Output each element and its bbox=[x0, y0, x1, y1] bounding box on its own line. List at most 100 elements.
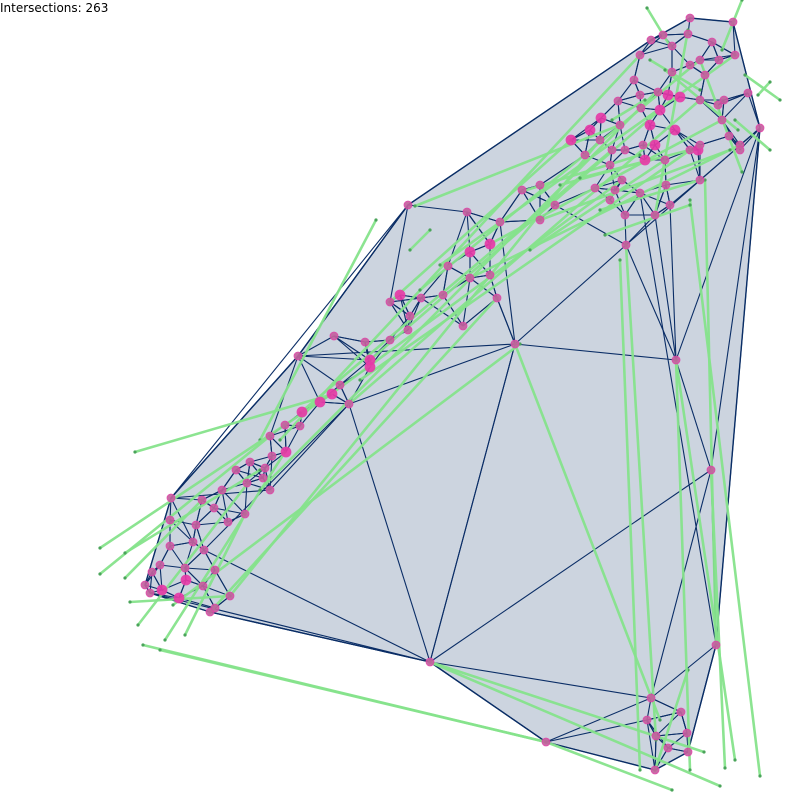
graph-node[interactable] bbox=[651, 731, 661, 741]
graph-node[interactable] bbox=[667, 41, 677, 51]
graph-node[interactable] bbox=[613, 96, 623, 106]
graph-node[interactable] bbox=[462, 207, 472, 217]
graph-node[interactable] bbox=[405, 311, 415, 321]
graph-node[interactable] bbox=[191, 520, 201, 530]
graph-node[interactable] bbox=[646, 35, 656, 45]
graph-node[interactable] bbox=[700, 70, 710, 80]
graph-node[interactable] bbox=[199, 545, 209, 555]
graph-node[interactable] bbox=[535, 215, 545, 225]
graph-node[interactable] bbox=[258, 473, 268, 483]
graph-node[interactable] bbox=[683, 29, 693, 39]
graph-node[interactable] bbox=[155, 560, 165, 570]
graph-node[interactable] bbox=[385, 335, 395, 345]
graph-node[interactable] bbox=[730, 50, 740, 60]
graph-node[interactable] bbox=[394, 289, 406, 301]
graph-node[interactable] bbox=[265, 485, 275, 495]
graph-node[interactable] bbox=[265, 431, 275, 441]
graph-node[interactable] bbox=[695, 140, 705, 150]
graph-node[interactable] bbox=[197, 495, 207, 505]
graph-node[interactable] bbox=[595, 112, 607, 124]
graph-node[interactable] bbox=[590, 183, 600, 193]
graph-node[interactable] bbox=[443, 261, 453, 271]
graph-node[interactable] bbox=[565, 134, 577, 146]
graph-node[interactable] bbox=[642, 715, 652, 725]
graph-node[interactable] bbox=[335, 380, 345, 390]
graph-node[interactable] bbox=[620, 210, 630, 220]
graph-node[interactable] bbox=[385, 297, 395, 307]
graph-node[interactable] bbox=[669, 124, 681, 136]
graph-node[interactable] bbox=[188, 537, 198, 547]
graph-node[interactable] bbox=[707, 37, 717, 47]
graph-node[interactable] bbox=[495, 217, 505, 227]
graph-node[interactable] bbox=[242, 478, 252, 488]
graph-node[interactable] bbox=[223, 517, 233, 527]
graph-node[interactable] bbox=[326, 388, 338, 400]
graph-node[interactable] bbox=[580, 150, 590, 160]
graph-node[interactable] bbox=[517, 185, 527, 195]
graph-node[interactable] bbox=[403, 200, 413, 210]
graph-node[interactable] bbox=[595, 135, 605, 145]
graph-node[interactable] bbox=[245, 457, 255, 467]
graph-node[interactable] bbox=[147, 567, 157, 577]
graph-node[interactable] bbox=[683, 747, 693, 757]
graph-node[interactable] bbox=[240, 509, 250, 519]
graph-node[interactable] bbox=[180, 574, 192, 586]
graph-node[interactable] bbox=[260, 463, 270, 473]
graph-node[interactable] bbox=[635, 188, 645, 198]
graph-node[interactable] bbox=[636, 103, 646, 113]
graph-node[interactable] bbox=[607, 145, 617, 155]
graph-node[interactable] bbox=[403, 325, 413, 335]
graph-node[interactable] bbox=[735, 145, 745, 155]
graph-node[interactable] bbox=[329, 331, 339, 341]
graph-node[interactable] bbox=[649, 139, 661, 151]
graph-node[interactable] bbox=[695, 95, 705, 105]
graph-node[interactable] bbox=[646, 693, 656, 703]
graph-node[interactable] bbox=[635, 50, 645, 60]
graph-node[interactable] bbox=[706, 465, 716, 475]
graph-node[interactable] bbox=[719, 95, 729, 105]
graph-node[interactable] bbox=[717, 115, 727, 125]
graph-node[interactable] bbox=[639, 154, 651, 166]
graph-node[interactable] bbox=[314, 396, 326, 408]
graph-node[interactable] bbox=[280, 420, 290, 430]
graph-node[interactable] bbox=[714, 55, 724, 65]
graph-node[interactable] bbox=[156, 584, 168, 596]
graph-node[interactable] bbox=[605, 160, 615, 170]
graph-node[interactable] bbox=[755, 123, 765, 133]
graph-node[interactable] bbox=[492, 293, 502, 303]
graph-node[interactable] bbox=[416, 293, 426, 303]
graph-node[interactable] bbox=[165, 541, 175, 551]
graph-nodes[interactable] bbox=[140, 13, 765, 775]
graph-node[interactable] bbox=[140, 580, 150, 590]
graph-node[interactable] bbox=[145, 588, 155, 598]
graph-node[interactable] bbox=[485, 270, 495, 280]
graph-node[interactable] bbox=[210, 603, 220, 613]
graph-node[interactable] bbox=[605, 195, 615, 205]
graph-node[interactable] bbox=[584, 124, 596, 136]
graph-node[interactable] bbox=[535, 180, 545, 190]
graph-node[interactable] bbox=[484, 238, 496, 250]
graph-node[interactable] bbox=[225, 591, 235, 601]
graph-node[interactable] bbox=[743, 88, 753, 98]
graph-node[interactable] bbox=[267, 451, 277, 461]
graph-node[interactable] bbox=[650, 765, 660, 775]
graph-node[interactable] bbox=[695, 55, 705, 65]
graph-node[interactable] bbox=[711, 640, 721, 650]
graph-node[interactable] bbox=[663, 743, 673, 753]
graph-node[interactable] bbox=[296, 406, 308, 418]
graph-node[interactable] bbox=[165, 515, 175, 525]
graph-node[interactable] bbox=[682, 728, 692, 738]
graph-node[interactable] bbox=[438, 290, 448, 300]
graph-node[interactable] bbox=[667, 67, 677, 77]
graph-node[interactable] bbox=[724, 131, 734, 141]
graph-node[interactable] bbox=[644, 119, 656, 131]
graph-node[interactable] bbox=[685, 145, 695, 155]
graph-node[interactable] bbox=[713, 100, 723, 110]
graph-node[interactable] bbox=[629, 75, 639, 85]
graph-node[interactable] bbox=[695, 175, 705, 185]
graph-node[interactable] bbox=[674, 91, 686, 103]
graph-node[interactable] bbox=[662, 89, 674, 101]
graph-node[interactable] bbox=[425, 657, 435, 667]
graph-node[interactable] bbox=[615, 120, 625, 130]
